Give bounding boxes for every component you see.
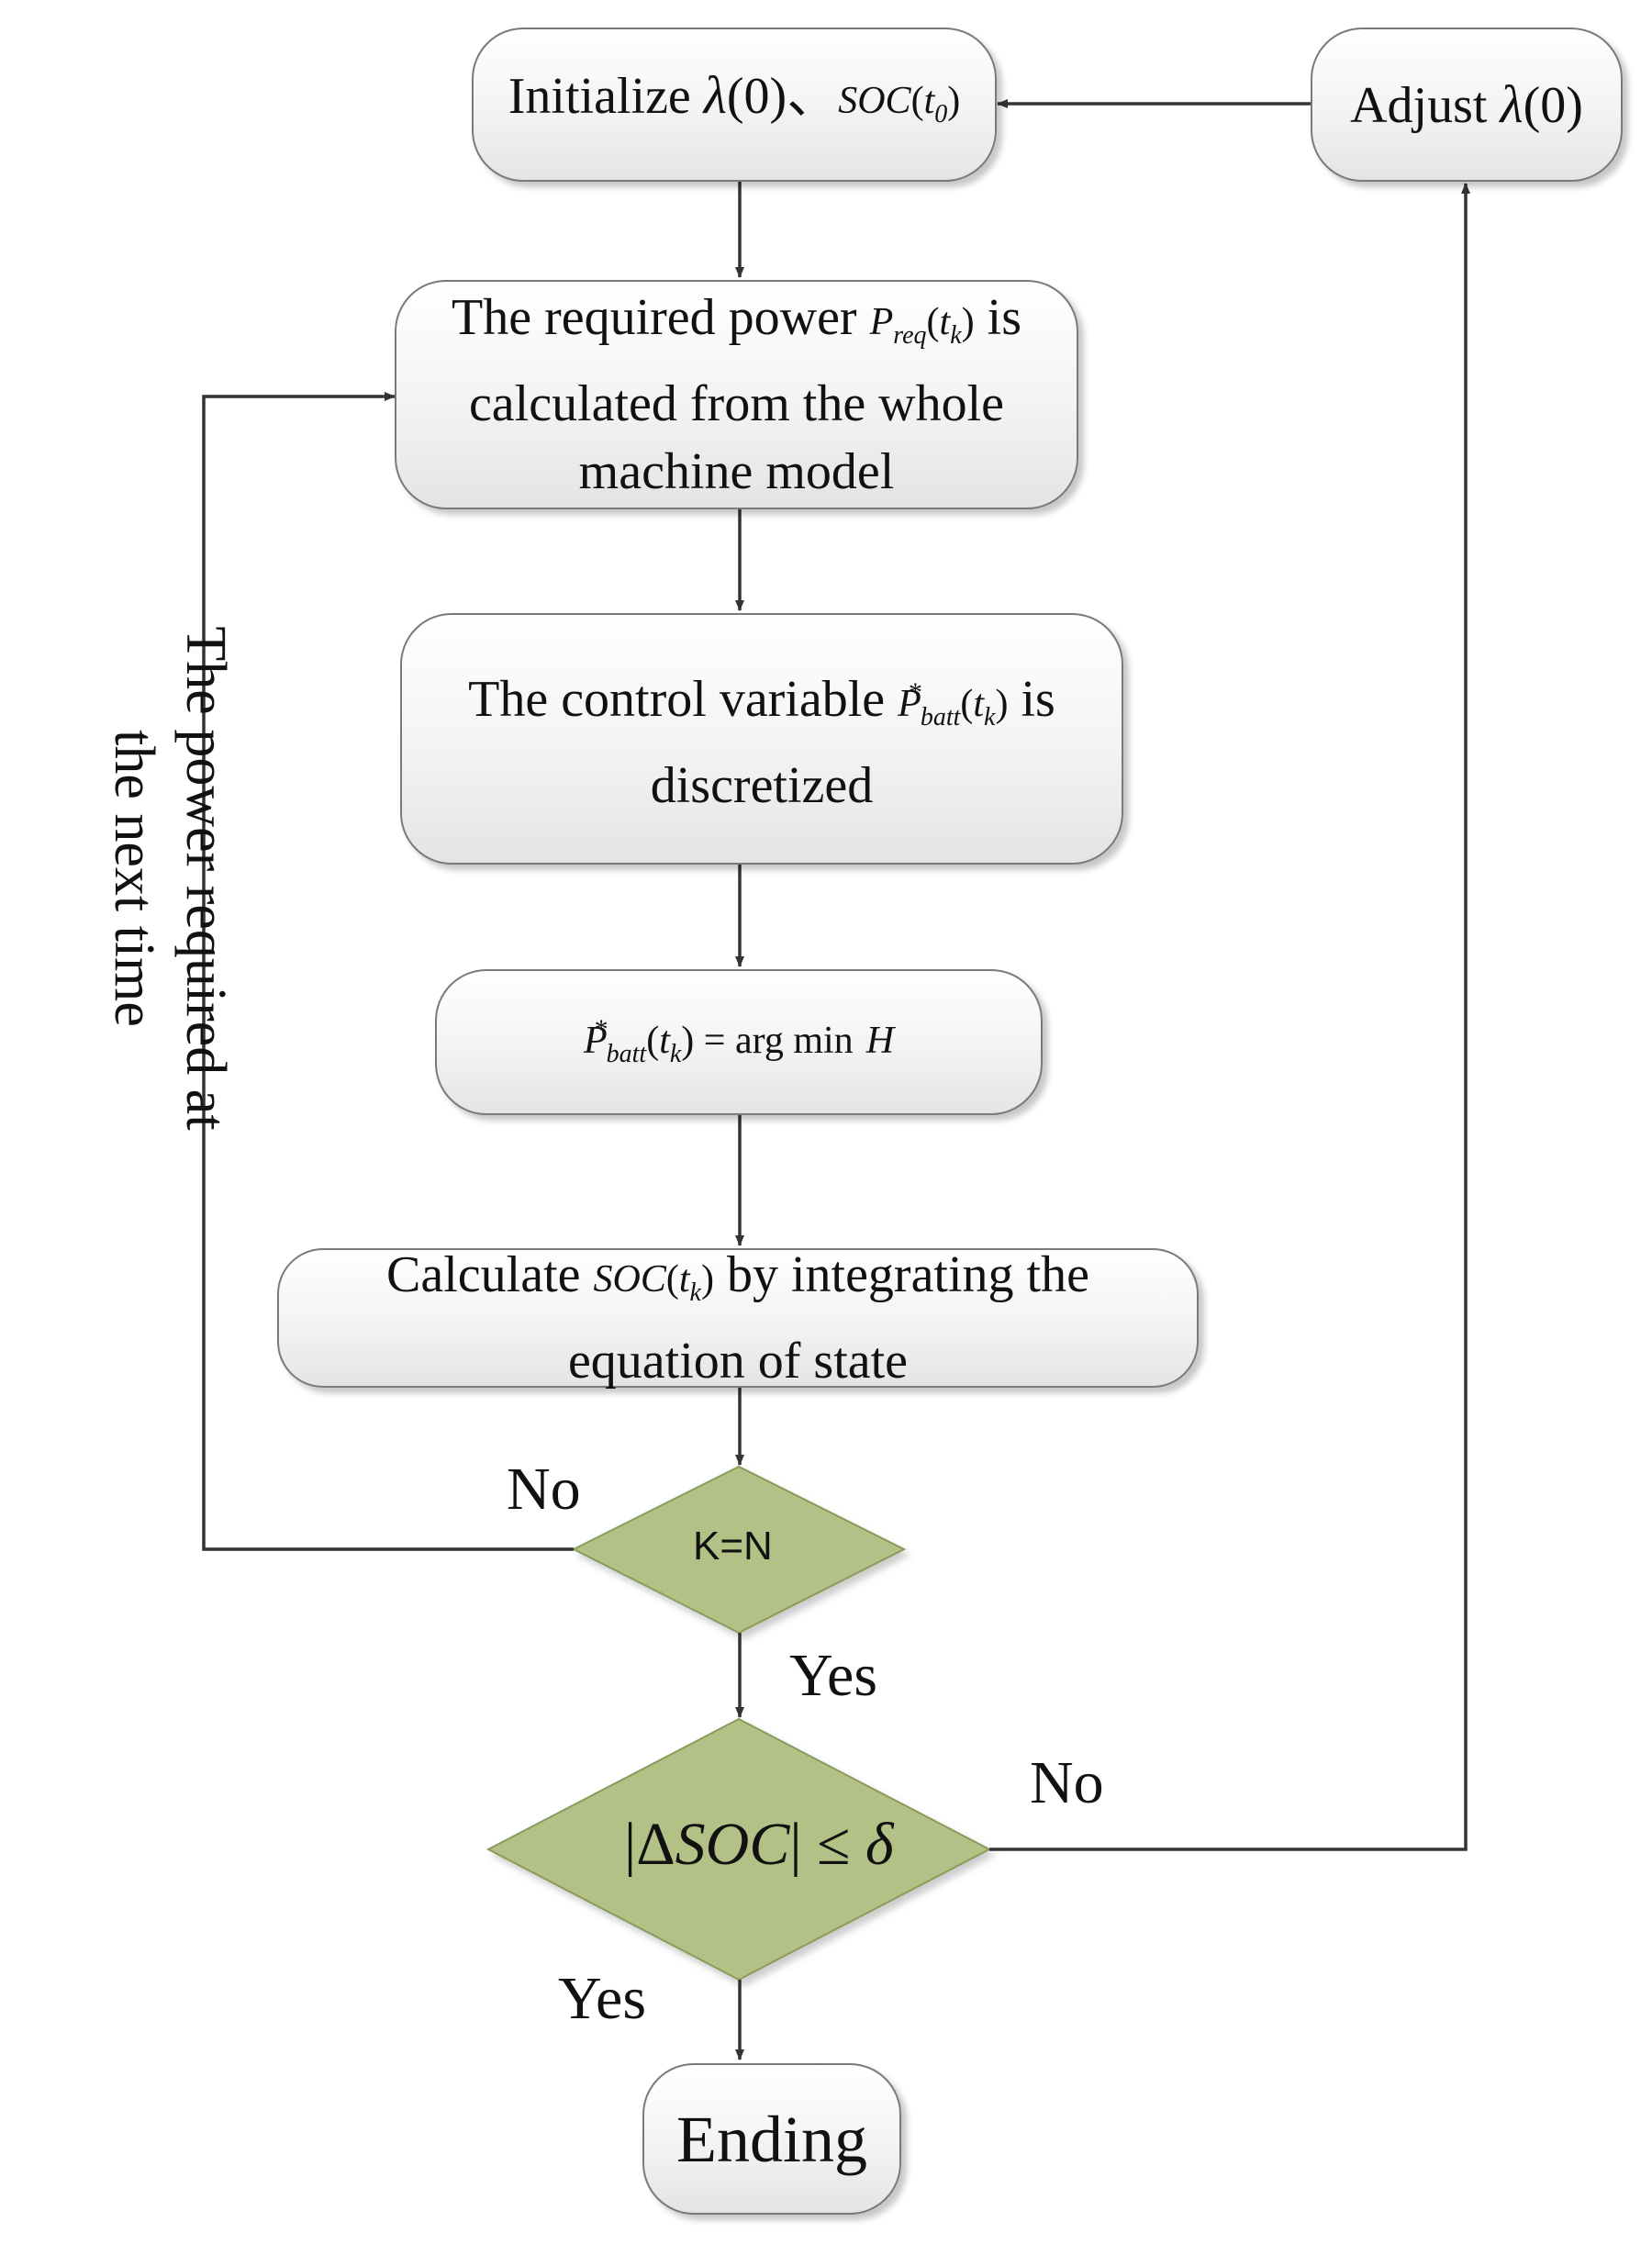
label-yes-soc: Yes xyxy=(558,1965,647,2032)
lambda-arg: (0) xyxy=(726,67,787,125)
p-superscript: * xyxy=(908,676,922,708)
ending-box: Ending xyxy=(642,2063,901,2215)
lambda-symbol: λ xyxy=(703,64,727,125)
p-symbol: P xyxy=(869,301,894,343)
required-power-line2: calculated from the whole xyxy=(468,375,1005,432)
separator: 、 xyxy=(787,67,839,125)
arrow-soc-no-to-adjust xyxy=(989,183,1470,1851)
is-text: is xyxy=(987,289,1021,346)
decision-soc-label: |ΔSOC| ≤ δ xyxy=(624,1810,894,1880)
paren-open: ( xyxy=(910,79,924,122)
calculate-soc-box: Calculate SOC(tk) by integrating the equ… xyxy=(277,1246,1199,1390)
label-no-kn: No xyxy=(507,1456,581,1523)
lambda-symbol: λ xyxy=(1500,73,1524,134)
argmin-operator: ) = arg min xyxy=(681,1020,854,1062)
paren-open: ( xyxy=(926,301,940,343)
t-symbol: t xyxy=(923,79,935,122)
control-variable-line2: discretized xyxy=(650,756,874,814)
abs-bar-open: | xyxy=(624,1811,637,1878)
soc-symbol: SOC xyxy=(675,1811,790,1878)
ending-label: Ending xyxy=(676,2102,867,2176)
paren-close: ) xyxy=(995,682,1009,725)
p-symbol: P xyxy=(583,1020,608,1062)
decision-kn-label: K=N xyxy=(693,1524,773,1569)
t-subscript: 0 xyxy=(934,99,948,128)
loop-label: The power required at the next time xyxy=(71,603,241,1154)
paren-close: ) xyxy=(961,301,975,343)
arrow-kn-no-loop xyxy=(202,392,574,1551)
t-symbol: t xyxy=(973,682,985,725)
t-subscript: k xyxy=(689,1278,701,1307)
p-symbol: P xyxy=(898,682,921,725)
soc-symbol: SOC xyxy=(593,1258,666,1301)
t-symbol: t xyxy=(659,1020,670,1062)
label-no-soc: No xyxy=(1030,1749,1104,1816)
adjust-label: Adjust xyxy=(1350,76,1488,134)
is-text: is xyxy=(1021,670,1055,728)
p-subscript: req xyxy=(893,321,927,350)
delta-symbol: Δ xyxy=(636,1811,675,1878)
t-symbol: t xyxy=(939,301,951,343)
lambda-arg: (0) xyxy=(1523,76,1583,134)
calculate-soc-line2: equation of state xyxy=(567,1333,909,1390)
paren-open: ( xyxy=(665,1258,679,1301)
initialize-box: Initialize λ(0)、SOC(t0) xyxy=(472,28,997,182)
loop-label-line1: The power required at xyxy=(174,626,237,1131)
integrating-text: by integrating the xyxy=(726,1246,1089,1303)
loop-label-line2: the next time xyxy=(103,730,165,1027)
required-power-box: The required power Preq(tk) is calculate… xyxy=(395,280,1078,509)
adjust-box: Adjust λ(0) xyxy=(1311,28,1623,182)
t-symbol: t xyxy=(678,1258,690,1301)
t-subscript: k xyxy=(950,321,962,350)
p-superscript: * xyxy=(594,1014,608,1044)
soc-symbol: SOC xyxy=(838,79,911,122)
p-subscript: batt xyxy=(606,1040,647,1068)
p-subscript: batt xyxy=(920,702,961,731)
t-subscript: k xyxy=(669,1040,682,1068)
required-power-text: The required power xyxy=(452,289,857,346)
paren-close: ) xyxy=(947,79,961,122)
t-subscript: k xyxy=(984,702,996,731)
argmin-box: P*batt(tk) = arg min H xyxy=(435,969,1043,1115)
h-symbol: H xyxy=(865,1020,895,1062)
delta-small-symbol: δ xyxy=(865,1811,894,1878)
control-variable-text: The control variable xyxy=(468,670,886,728)
paren-open: ( xyxy=(646,1020,660,1062)
calculate-text: Calculate xyxy=(386,1246,581,1303)
abs-bar-close: | xyxy=(789,1811,802,1878)
label-yes-kn: Yes xyxy=(789,1642,878,1709)
control-variable-box: The control variable P*batt(tk) is discr… xyxy=(400,613,1123,865)
paren-open: ( xyxy=(960,682,974,725)
initialize-label: Initialize xyxy=(508,67,691,125)
paren-close: ) xyxy=(700,1258,714,1301)
leq-symbol: ≤ xyxy=(817,1811,851,1878)
required-power-line3: machine model xyxy=(578,443,895,500)
